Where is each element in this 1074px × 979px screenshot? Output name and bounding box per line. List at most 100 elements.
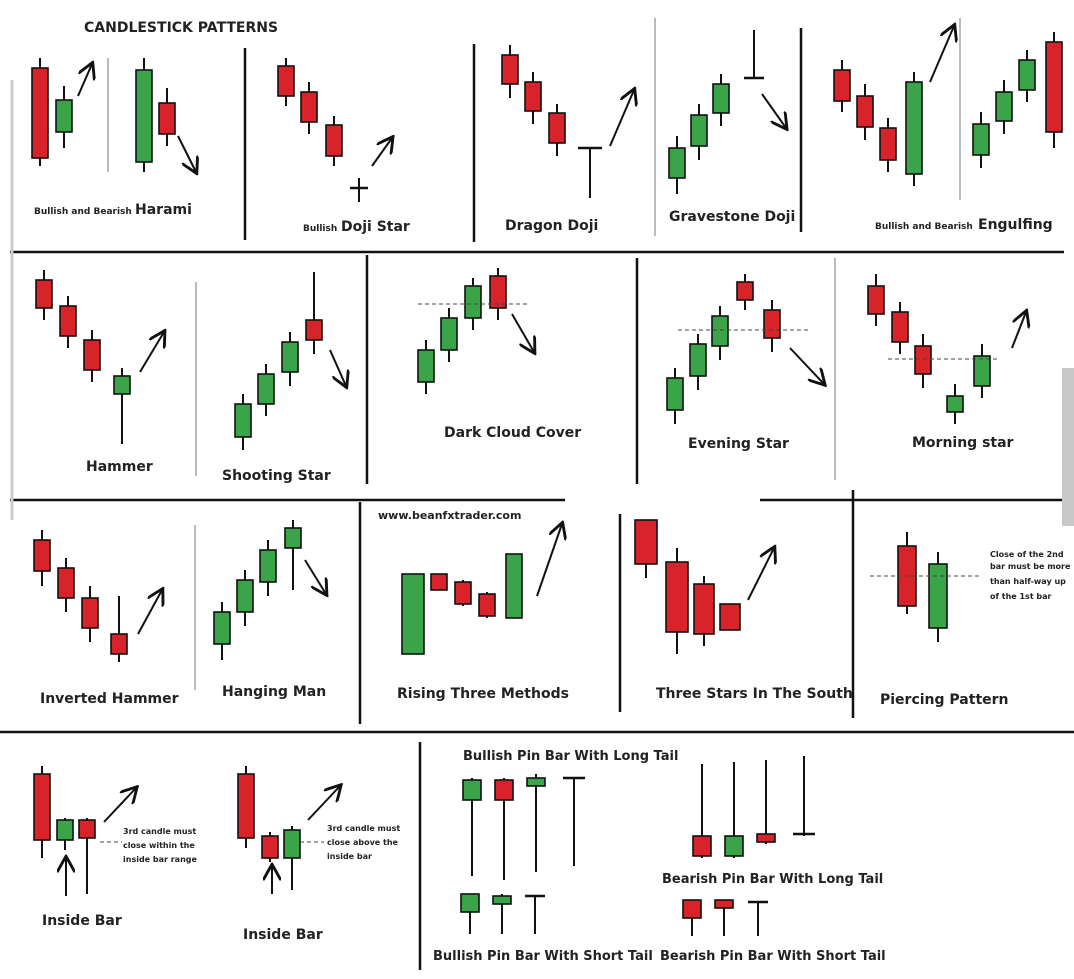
engulfing-prefix: Bullish and Bearish xyxy=(875,222,973,232)
svg-text:of the 1st bar: of the 1st bar xyxy=(990,592,1052,601)
svg-text:close within the: close within the xyxy=(123,841,195,850)
inside-bar-2-label: Inside Bar xyxy=(243,927,323,943)
arrow-icon xyxy=(139,332,164,373)
bullish-candle xyxy=(113,368,131,444)
bullish-candle xyxy=(505,553,523,619)
engulfing-label: Engulfing xyxy=(978,217,1053,233)
bearish-candle xyxy=(634,519,658,578)
bearish-candle xyxy=(524,72,542,124)
arrow-icon xyxy=(304,559,326,594)
bullish-candle xyxy=(234,394,252,450)
evening-star-label: Evening Star xyxy=(688,436,789,452)
piercing-note: Close of the 2nd bar must be more than h… xyxy=(990,550,1071,601)
bear-pin-short-label: Bearish Pin Bar With Short Tail xyxy=(660,949,886,964)
bullish-candle xyxy=(281,332,299,386)
arrows-layer xyxy=(66,26,1026,896)
bullish-candle xyxy=(417,340,435,394)
doji-candle xyxy=(563,776,585,866)
arrow-icon xyxy=(929,26,954,83)
bullish-candle xyxy=(905,72,923,186)
doji-star-prefix: Bullish xyxy=(303,224,337,234)
svg-text:3rd candle must: 3rd candle must xyxy=(327,824,400,833)
bullish-candle xyxy=(1018,50,1036,102)
bullish-candle xyxy=(462,778,482,876)
bearish-candle xyxy=(897,532,917,614)
bullish-candle xyxy=(711,306,729,360)
arrow-icon xyxy=(307,786,340,821)
bearish-candle xyxy=(693,576,715,646)
arrow-icon xyxy=(177,135,196,172)
arrow-icon xyxy=(536,524,562,597)
bearish-candle xyxy=(158,88,176,146)
bearish-candle xyxy=(494,778,514,880)
bullish-candle xyxy=(973,344,991,398)
bullish-candle xyxy=(440,308,458,362)
bearish-candle xyxy=(548,104,566,156)
bearish-candle xyxy=(756,760,776,844)
bearish-candle xyxy=(719,603,741,631)
bearish-candle xyxy=(277,58,295,106)
piercing-label: Piercing Pattern xyxy=(880,692,1009,708)
bearish-candle xyxy=(33,766,51,858)
bullish-candle xyxy=(460,893,480,934)
bullish-candle xyxy=(712,74,730,126)
doji-candle xyxy=(744,30,764,80)
bearish-candle xyxy=(665,548,689,654)
inside-bar-1-label: Inside Bar xyxy=(42,913,122,929)
rising-three-label: Rising Three Methods xyxy=(397,686,569,702)
bearish-candle xyxy=(856,84,874,140)
bearish-candle xyxy=(692,764,712,858)
bullish-candle xyxy=(946,384,964,424)
hammer-label: Hammer xyxy=(86,459,153,475)
bearish-candle xyxy=(714,899,734,936)
bullish-candle xyxy=(689,334,707,390)
bearish-candle xyxy=(35,270,53,320)
bullish-candle xyxy=(135,58,153,172)
arrow-icon xyxy=(329,349,346,386)
arrow-icon xyxy=(789,347,824,384)
svg-text:close above the: close above the xyxy=(327,838,399,847)
inverted-hammer-label: Inverted Hammer xyxy=(40,691,179,707)
bearish-candle xyxy=(430,573,448,591)
bullish-candle xyxy=(526,774,546,872)
bearish-candle xyxy=(891,302,909,354)
gravestone-doji-label: Gravestone Doji xyxy=(669,209,795,225)
bullish-candle xyxy=(213,602,231,660)
dark-cloud-label: Dark Cloud Cover xyxy=(444,425,581,441)
bearish-candle xyxy=(83,330,101,382)
bearish-candle xyxy=(1045,32,1063,148)
bullish-candle xyxy=(284,520,302,590)
bearish-candle xyxy=(237,766,255,848)
shooting-star-label: Shooting Star xyxy=(222,468,331,484)
doji-candle xyxy=(748,900,768,936)
bearish-candle xyxy=(78,818,96,894)
bullish-candle xyxy=(236,570,254,626)
bearish-candle xyxy=(682,899,702,936)
bullish-candle xyxy=(257,364,275,416)
bearish-candle xyxy=(325,116,343,166)
three-stars-label: Three Stars In The South xyxy=(656,686,853,702)
bullish-candle xyxy=(55,86,73,148)
bullish-candle xyxy=(972,112,990,168)
arrow-icon xyxy=(371,138,392,167)
bearish-candle xyxy=(454,580,472,606)
arrow-icon xyxy=(137,590,162,635)
inside-bar-2-note: 3rd candle must close above the inside b… xyxy=(327,824,400,861)
grid-lines xyxy=(0,28,1074,970)
bearish-candle xyxy=(478,592,496,618)
dashed-levels xyxy=(100,303,1000,843)
arrow-icon xyxy=(77,64,92,97)
bullish-candle xyxy=(492,894,512,934)
bearish-candle xyxy=(833,60,851,112)
doji-star-label: Doji Star xyxy=(341,219,410,235)
svg-text:3rd candle must: 3rd candle must xyxy=(123,827,196,836)
arrow-icon xyxy=(747,548,774,601)
bearish-candle xyxy=(110,596,128,662)
bearish-candle xyxy=(33,530,51,586)
bearish-candle xyxy=(489,268,507,320)
doji-candle xyxy=(578,146,602,198)
bullish-candle xyxy=(464,278,482,330)
sheet-title: CANDLESTICK PATTERNS xyxy=(84,20,278,36)
bear-pin-long-label: Bearish Pin Bar With Long Tail xyxy=(662,872,883,887)
